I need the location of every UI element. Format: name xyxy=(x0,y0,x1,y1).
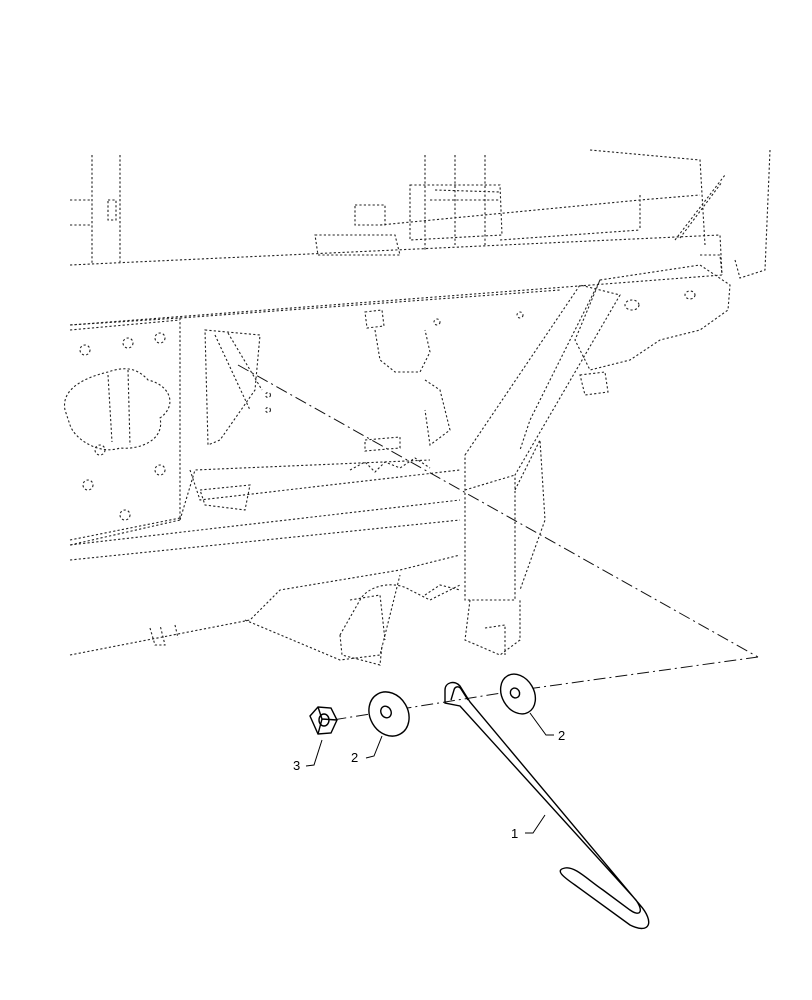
part-2-washer-right xyxy=(499,673,537,715)
callout-label-3: 3 xyxy=(293,758,300,773)
callout-label-2-left: 2 xyxy=(351,750,358,765)
assembly-center-lines xyxy=(237,364,759,723)
machine-frame-phantom xyxy=(64,149,771,666)
callout-label-2-right: 2 xyxy=(558,728,565,743)
part-2-washer-left xyxy=(368,691,410,737)
callout-item-2-right: 2 xyxy=(529,712,565,743)
callout-item-3: 3 xyxy=(293,739,323,773)
callout-item-2-left: 2 xyxy=(351,735,383,765)
callout-item-1: 1 xyxy=(511,814,546,841)
part-1-retainer-rod xyxy=(444,681,650,930)
part-3-hex-nut xyxy=(309,706,338,735)
callout-label-1: 1 xyxy=(511,826,518,841)
